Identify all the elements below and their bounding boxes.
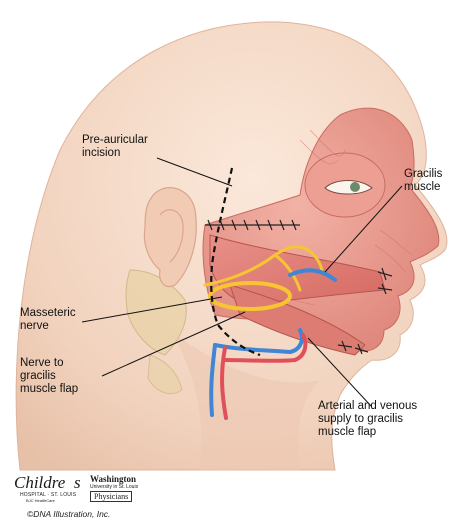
label-arterial-venous-supply: Arterial and venous supply to gracilis m… <box>318 400 418 438</box>
iris <box>350 182 360 192</box>
washington-physicians-logo: Washington University in St. Louis Physi… <box>90 474 146 504</box>
label-gracilis-muscle: Gracilis muscle <box>404 168 443 193</box>
arterial-vessels <box>220 333 308 420</box>
label-nerve-to-gracilis: Nerve to gracilis muscle flap <box>20 357 79 395</box>
wash-logo-sub: University in St. Louis <box>90 484 139 490</box>
wash-logo-name: Washington <box>90 474 137 484</box>
preauricular-incision-line <box>210 167 261 357</box>
masseteric-nerve-ring <box>208 281 292 311</box>
childrens-logo-name: Childre <box>14 473 66 492</box>
nerve-branches <box>203 245 324 292</box>
sutures <box>205 219 393 355</box>
childrens-logo-tail: s <box>74 473 81 492</box>
childrens-hospital-logo: Childre s HOSPITAL · ST. LOUIS BJC Healt… <box>14 473 88 505</box>
wash-logo-physicians: Physicians <box>90 491 133 502</box>
childrens-logo-sub: HOSPITAL · ST. LOUIS <box>20 492 77 498</box>
cervical-spine-lower <box>147 354 183 394</box>
venous-vessels <box>209 268 337 417</box>
illustration-credit: ©DNA Illustration, Inc. <box>27 509 111 519</box>
label-masseteric-nerve: Masseteric nerve <box>20 307 76 332</box>
leader-lines <box>81 157 403 407</box>
label-preauricular-incision: Pre-auricular incision <box>82 134 148 159</box>
childrens-logo-tag: BJC HealthCare <box>26 498 55 503</box>
neck-shading <box>170 330 320 470</box>
ear-inner <box>159 209 184 263</box>
ear <box>143 187 197 288</box>
eye <box>324 180 373 195</box>
